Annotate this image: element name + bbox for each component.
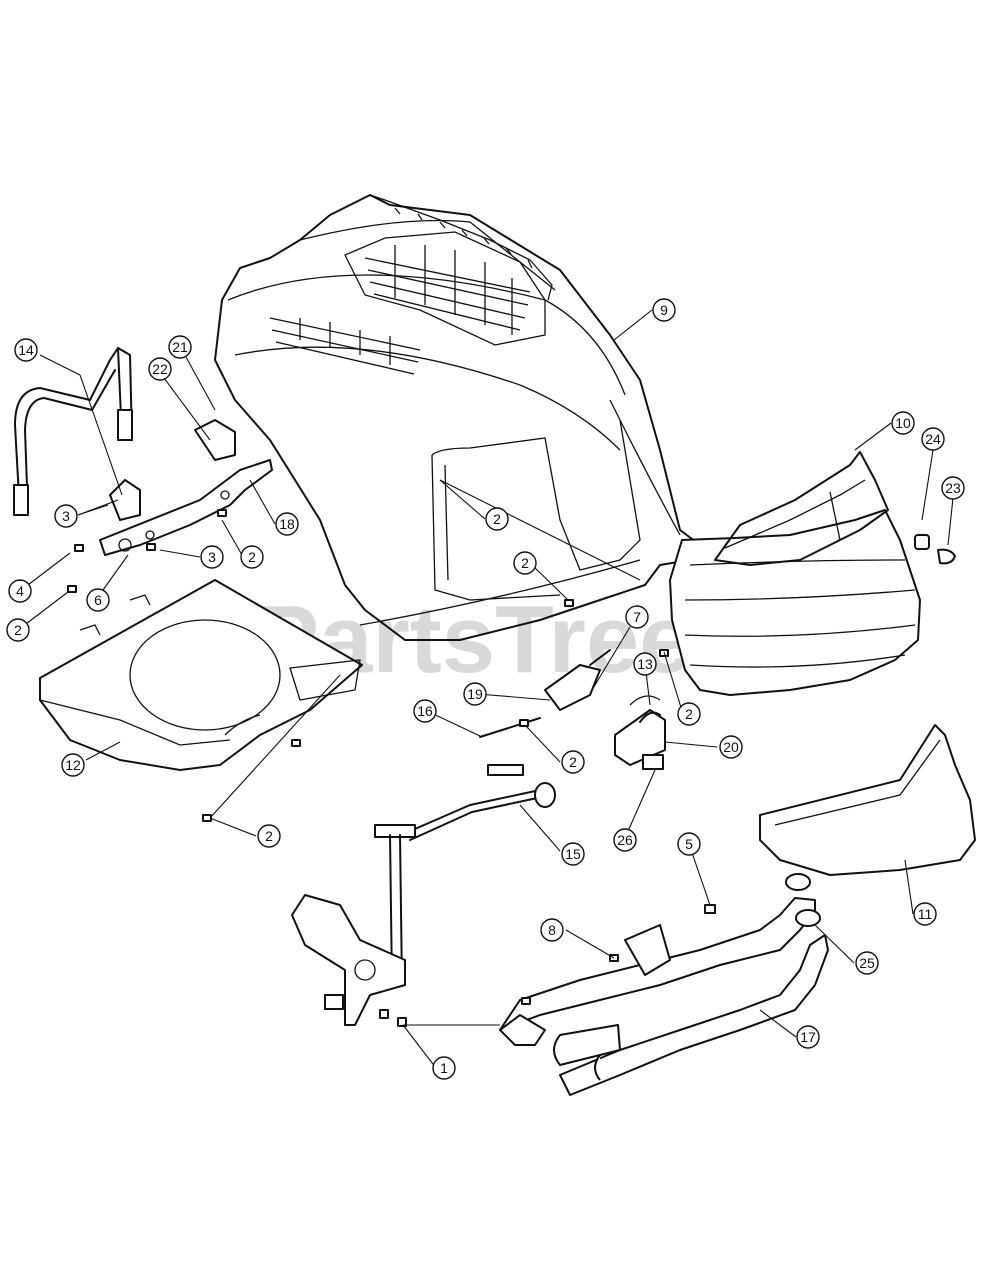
svg-text:2: 2 (265, 828, 273, 844)
svg-text:21: 21 (172, 339, 188, 355)
svg-text:1: 1 (440, 1060, 448, 1076)
callout-1[interactable]: 1 (432, 1056, 456, 1080)
hinge-bracket-part (99, 419, 273, 556)
leader-lines (17, 309, 954, 1069)
svg-text:2: 2 (521, 555, 529, 571)
hood-brace-part (13, 347, 133, 516)
callout-9[interactable]: 9 (652, 298, 676, 322)
callouts: 9 10 14 21 22 24 23 3 2 18 2 3 4 6 2 2 7… (6, 298, 965, 1080)
svg-text:20: 20 (723, 739, 739, 755)
callout-2e[interactable]: 2 (677, 702, 701, 726)
svg-text:19: 19 (467, 686, 483, 702)
grille-part (669, 451, 921, 696)
svg-text:5: 5 (685, 836, 693, 852)
hood-part (214, 194, 701, 641)
callout-2b[interactable]: 2 (240, 545, 264, 569)
svg-text:6: 6 (94, 592, 102, 608)
callout-3a[interactable]: 3 (54, 504, 78, 528)
callout-11[interactable]: 11 (913, 902, 937, 926)
svg-text:2: 2 (14, 622, 22, 638)
svg-text:10: 10 (895, 415, 911, 431)
bumper-bracket-left-part (291, 894, 406, 1026)
svg-text:26: 26 (617, 832, 633, 848)
callout-20[interactable]: 20 (719, 735, 743, 759)
svg-text:2: 2 (569, 754, 577, 770)
callout-16[interactable]: 16 (413, 699, 437, 723)
callout-8[interactable]: 8 (540, 918, 564, 942)
svg-text:9: 9 (660, 302, 668, 318)
callout-22[interactable]: 22 (148, 357, 172, 381)
callout-2d[interactable]: 2 (513, 551, 537, 575)
svg-text:13: 13 (637, 656, 653, 672)
callout-10[interactable]: 10 (891, 411, 915, 435)
callout-13[interactable]: 13 (633, 652, 657, 676)
callout-21[interactable]: 21 (168, 335, 192, 359)
svg-text:2: 2 (493, 511, 501, 527)
svg-text:16: 16 (417, 703, 433, 719)
svg-text:23: 23 (945, 480, 961, 496)
bulb-socket-part (914, 534, 956, 565)
callout-12[interactable]: 12 (61, 753, 85, 777)
svg-text:17: 17 (800, 1029, 816, 1045)
svg-text:11: 11 (918, 906, 933, 922)
callout-15[interactable]: 15 (561, 842, 585, 866)
dash-panel-part (39, 579, 363, 771)
callout-4[interactable]: 4 (8, 579, 32, 603)
svg-text:12: 12 (65, 757, 81, 773)
callout-19[interactable]: 19 (463, 682, 487, 706)
svg-text:25: 25 (859, 955, 875, 971)
svg-text:3: 3 (62, 508, 70, 524)
svg-text:14: 14 (18, 342, 34, 358)
svg-text:18: 18 (279, 516, 295, 532)
svg-text:4: 4 (16, 583, 24, 599)
svg-text:2: 2 (685, 706, 693, 722)
callout-24[interactable]: 24 (921, 427, 945, 451)
callout-26[interactable]: 26 (613, 828, 637, 852)
callout-5[interactable]: 5 (677, 832, 701, 856)
svg-text:15: 15 (565, 846, 581, 862)
svg-text:8: 8 (548, 922, 556, 938)
callout-17[interactable]: 17 (796, 1025, 820, 1049)
callout-7[interactable]: 7 (625, 605, 649, 629)
callout-2a[interactable]: 2 (485, 507, 509, 531)
fasteners (67, 509, 716, 1027)
svg-text:7: 7 (633, 609, 641, 625)
callout-2g[interactable]: 2 (257, 824, 281, 848)
callout-18[interactable]: 18 (275, 512, 299, 536)
callout-2c[interactable]: 2 (6, 618, 30, 642)
callout-2f[interactable]: 2 (561, 750, 585, 774)
svg-text:24: 24 (925, 431, 941, 447)
svg-text:22: 22 (152, 361, 168, 377)
callout-23[interactable]: 23 (941, 476, 965, 500)
callout-14[interactable]: 14 (14, 338, 38, 362)
callout-25[interactable]: 25 (855, 951, 879, 975)
side-cover-part (759, 724, 976, 876)
front-bumper-part (499, 873, 829, 1096)
callout-6[interactable]: 6 (86, 588, 110, 612)
latch-assembly-part (479, 649, 666, 770)
shaft-part (374, 764, 556, 986)
callout-3b[interactable]: 3 (200, 545, 224, 569)
svg-text:2: 2 (248, 549, 256, 565)
svg-text:3: 3 (208, 549, 216, 565)
